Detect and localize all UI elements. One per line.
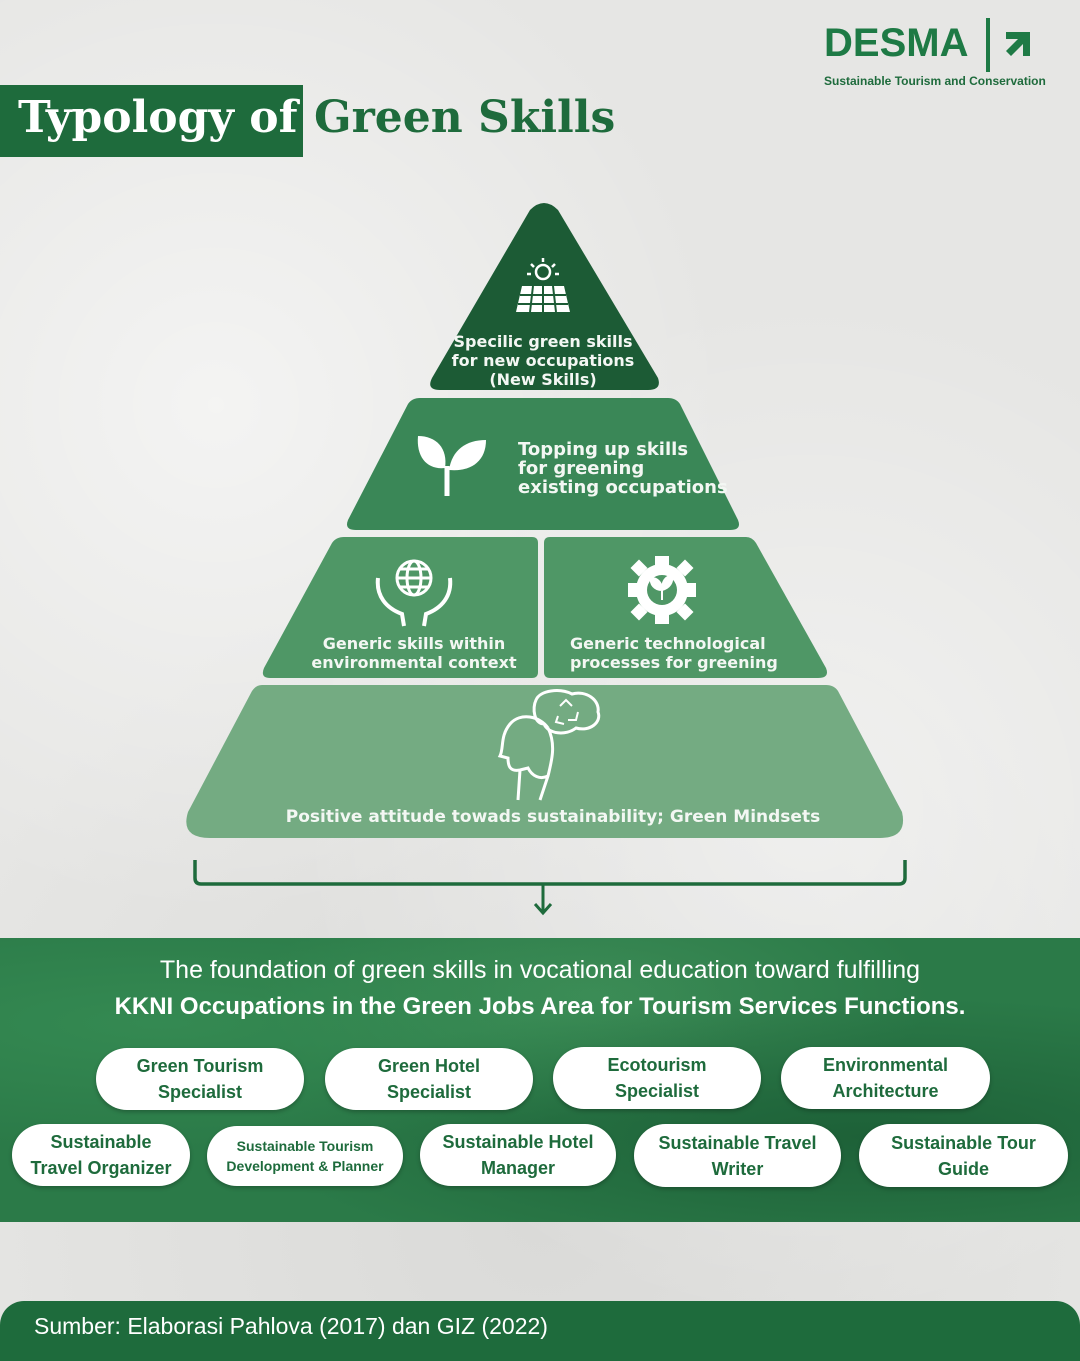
pyramid-bracket bbox=[193, 860, 907, 886]
sprout-icon bbox=[417, 436, 486, 496]
occupation-pill: Sustainable Travel Organizer bbox=[12, 1124, 190, 1186]
pyramid-level-green-mindsets bbox=[186, 685, 904, 838]
occupation-pill: Green Tourism Specialist bbox=[96, 1048, 304, 1110]
pyramid-label-green-mindsets: Positive attitude towads sustainability;… bbox=[285, 807, 821, 827]
arrow-up-right-icon bbox=[1006, 32, 1030, 56]
occupation-pill: Sustainable Tourism Development & Planne… bbox=[207, 1126, 403, 1186]
brand-logo: DESMA Sustainable Tourism and Conservati… bbox=[824, 18, 1054, 88]
arrow-down-icon bbox=[533, 884, 553, 916]
pyramid-level-topping-up bbox=[347, 398, 739, 530]
green-skills-pyramid bbox=[186, 203, 907, 916]
solar-panel-icon bbox=[516, 258, 570, 313]
globe-hands-icon bbox=[375, 559, 453, 627]
occupation-pill: Sustainable Tour Guide bbox=[859, 1124, 1068, 1187]
occupation-pill: Environmental Architecture bbox=[781, 1047, 990, 1109]
page-title-part2: Green Skills bbox=[314, 92, 616, 143]
brand-tagline: Sustainable Tourism and Conservation bbox=[824, 74, 1046, 88]
brand-divider bbox=[986, 18, 990, 72]
pyramid-label-generic-environmental: Generic skills within environmental cont… bbox=[311, 634, 517, 672]
source-citation: Sumber: Elaborasi Pahlova (2017) dan GIZ… bbox=[34, 1313, 548, 1339]
pyramid-label-generic-technological: Generic technological processes for gree… bbox=[570, 634, 778, 672]
pyramid-level-generic-environmental bbox=[262, 537, 538, 678]
occupation-pill: Sustainable Travel Writer bbox=[634, 1124, 841, 1187]
brand-name: DESMA bbox=[824, 21, 969, 65]
band-text-line1: The foundation of green skills in vocati… bbox=[159, 956, 921, 984]
pyramid-label-new-skills: Specilic green skills for new occupation… bbox=[451, 332, 635, 389]
occupation-pill: Ecotourism Specialist bbox=[553, 1047, 761, 1109]
page-title-part1: Typology of bbox=[18, 92, 298, 143]
head-recycle-icon bbox=[497, 689, 601, 801]
band-text-line2: KKNI Occupations in the Green Jobs Area … bbox=[114, 993, 966, 1020]
title-highlight bbox=[0, 85, 303, 157]
occupation-pill: Green Hotel Specialist bbox=[325, 1048, 533, 1110]
pyramid-label-topping-up: Topping up skills for greening existing … bbox=[518, 439, 728, 498]
occupation-pill: Sustainable Hotel Manager bbox=[420, 1124, 616, 1186]
gear-leaf-icon bbox=[628, 556, 696, 624]
